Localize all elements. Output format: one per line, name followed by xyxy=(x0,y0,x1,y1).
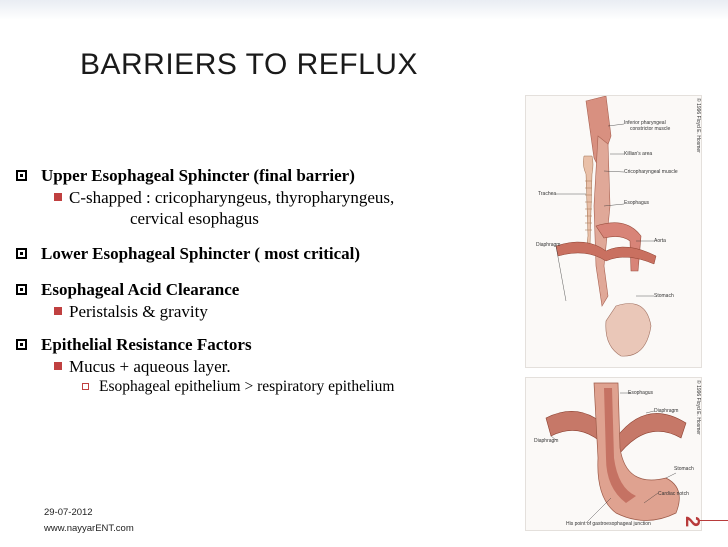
label-diaphragm-left: Diaphragm xyxy=(534,438,559,444)
sub-bullet-label: Mucus + aqueous layer. xyxy=(69,357,231,376)
footer-website: www.nayyarENT.com xyxy=(44,523,134,534)
hollow-square-bullet-icon xyxy=(82,383,89,390)
bullet-list: Upper Esophageal Sphincter (final barrie… xyxy=(16,165,516,397)
sub-bullet-label: Peristalsis & gravity xyxy=(69,302,208,321)
checkbox-bullet-icon xyxy=(16,170,27,181)
label-esophagus: Esophagus xyxy=(624,200,650,206)
checkbox-bullet-icon xyxy=(16,284,27,295)
label-inferior-pharyngeal: Inferior pharyngeal xyxy=(624,120,666,126)
bullet-label: Lower Esophageal Sphincter ( most critic… xyxy=(41,244,361,263)
bullet-epithelial-resistance: Epithelial Resistance Factors xyxy=(16,334,516,356)
figure-credit: © 1996 Floyd E. Hosmer xyxy=(695,98,701,153)
bullet-label: Upper Esophageal Sphincter (final barrie… xyxy=(41,166,355,185)
esophagus-anatomy-figure: Inferior pharyngeal constrictor muscle K… xyxy=(525,95,702,368)
slide-title: BARRIERS TO REFLUX xyxy=(80,48,418,81)
label-diaphragm-right: Diaphragm xyxy=(654,408,679,414)
bullet-label: Epithelial Resistance Factors xyxy=(41,335,252,354)
label-killians-area: Killian's area xyxy=(624,151,653,157)
sub-bullet-mucus: Mucus + aqueous layer. xyxy=(54,356,516,377)
bullet-upper-sphincter: Upper Esophageal Sphincter (final barrie… xyxy=(16,165,516,187)
bullet-label: Esophageal Acid Clearance xyxy=(41,280,240,299)
footer-date: 29-07-2012 xyxy=(44,507,93,518)
sub-bullet-continuation: cervical esophagus xyxy=(130,209,259,228)
label-stomach: Stomach xyxy=(654,293,674,299)
square-bullet-icon xyxy=(54,307,62,315)
checkbox-bullet-icon xyxy=(16,248,27,259)
label-diaphragm: Diaphragm xyxy=(536,242,561,248)
label-stomach: Stomach xyxy=(674,466,694,472)
sub-sub-bullet-epithelium: Esophageal epithelium > respiratory epit… xyxy=(82,377,516,397)
bullet-lower-sphincter: Lower Esophageal Sphincter ( most critic… xyxy=(16,243,516,265)
label-cardiac-notch: Cardiac notch xyxy=(658,491,689,497)
ge-junction-figure: Esophagus Diaphragm Diaphragm Stomach Ca… xyxy=(525,377,702,531)
label-aorta: Aorta xyxy=(654,238,666,244)
label-trachea: Trachea xyxy=(538,191,557,197)
label-esophagus: Esophagus xyxy=(628,390,654,396)
ge-junction-illustration xyxy=(545,382,687,524)
label-cricopharyngeal: Cricopharyngeal muscle xyxy=(624,169,678,175)
sub-bullet-c-shapped: C-shapped : cricopharyngeus, thyropharyn… xyxy=(54,187,516,208)
page-number: 2 xyxy=(681,516,703,528)
checkbox-bullet-icon xyxy=(16,339,27,350)
sub-sub-bullet-label: Esophageal epithelium > respiratory epit… xyxy=(99,378,395,395)
sub-bullet-peristalsis: Peristalsis & gravity xyxy=(54,301,516,322)
sub-bullet-label: C-shapped : cricopharyngeus, thyropharyn… xyxy=(69,188,395,207)
label-ge-junction: His point of gastroesophageal junction xyxy=(566,521,651,527)
label-constrictor-muscle: constrictor muscle xyxy=(630,126,671,132)
header-band xyxy=(0,0,728,20)
square-bullet-icon xyxy=(54,362,62,370)
figure-credit: © 1996 Floyd E. Hosmer xyxy=(695,380,701,435)
square-bullet-icon xyxy=(54,193,62,201)
bullet-acid-clearance: Esophageal Acid Clearance xyxy=(16,279,516,301)
corner-divider xyxy=(698,520,728,547)
esophagus-illustration xyxy=(555,96,657,357)
